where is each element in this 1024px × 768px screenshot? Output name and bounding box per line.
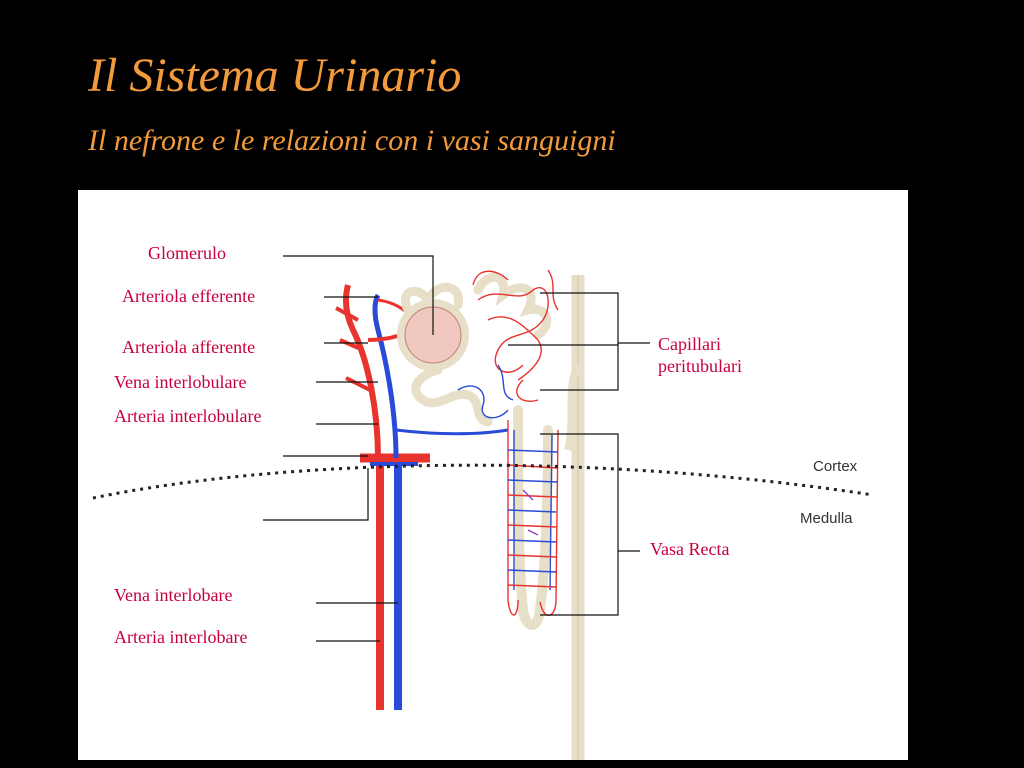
arteria-interlobulare-vessel <box>342 284 381 459</box>
slide-title: Il Sistema Urinario <box>88 49 462 102</box>
label-arteria-interlobare: Arteria interlobare <box>114 627 248 647</box>
label-vena-interlobare: Vena interlobare <box>114 585 233 605</box>
nephron-diagram: Glomerulo Arteriola efferente Arteriola … <box>78 190 908 760</box>
nephron-illustration <box>92 255 874 760</box>
loop-of-henle <box>513 405 553 630</box>
label-capillari-peritubulari: Capillari peritubulari <box>658 334 742 376</box>
label-glomerulo: Glomerulo <box>148 243 226 263</box>
leader-lines <box>263 255 650 642</box>
zone-label-cortex: Cortex <box>813 458 858 475</box>
peritubular-capillaries <box>472 269 559 402</box>
label-arteriola-afferente: Arteriola afferente <box>122 337 256 357</box>
cortex-medulla-boundary <box>92 463 874 500</box>
label-arteriola-efferente: Arteriola efferente <box>122 286 256 306</box>
label-arteria-interlobulare: Arteria interlobulare <box>114 406 262 426</box>
zone-label-medulla: Medulla <box>800 510 853 527</box>
label-vena-interlobulare: Vena interlobulare <box>114 372 247 392</box>
label-vasa-recta: Vasa Recta <box>650 539 730 559</box>
slide-subtitle: Il nefrone e le relazioni con i vasi san… <box>88 124 616 157</box>
